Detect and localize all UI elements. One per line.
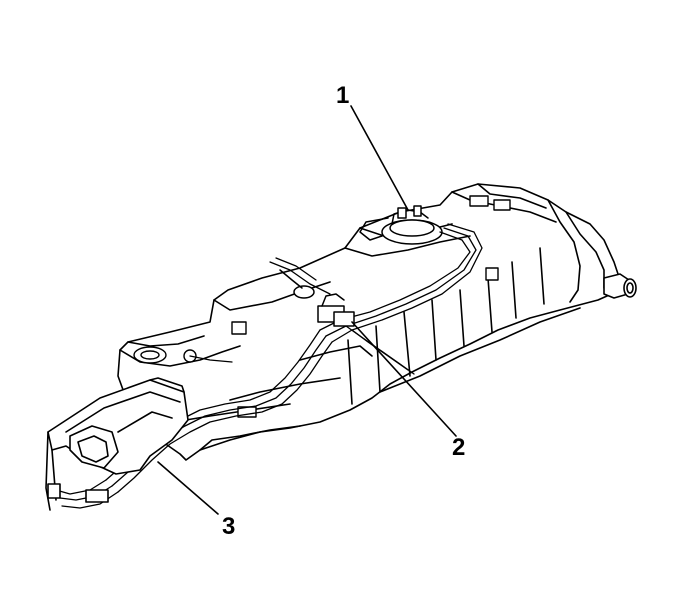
fuel-filter-assembly	[279, 269, 355, 327]
callout-label-2: 2	[452, 434, 466, 461]
leader-lines	[157, 105, 457, 515]
callout-label-1: 1	[336, 82, 350, 109]
leader-line-1	[350, 105, 409, 211]
front-shield-bracket	[45, 377, 189, 511]
filler-neck	[603, 273, 637, 299]
fuel-tank-body	[117, 183, 621, 461]
callout-label-3: 3	[222, 513, 236, 540]
leader-line-2	[351, 321, 457, 437]
tank-top-fittings	[133, 195, 511, 418]
leader-line-3	[157, 461, 219, 515]
